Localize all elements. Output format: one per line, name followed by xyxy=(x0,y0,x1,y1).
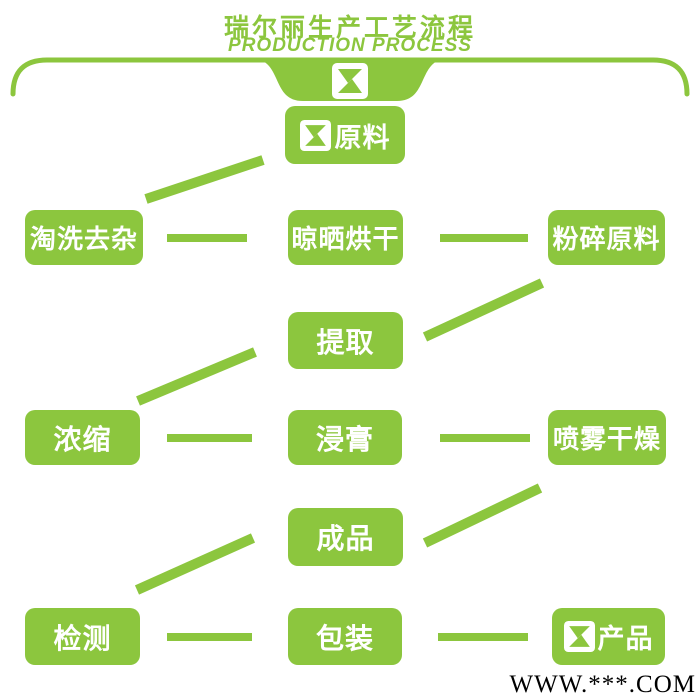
flow-node-sun-drying: 晾晒烘干 xyxy=(288,210,403,265)
flow-node-label: 产品 xyxy=(597,624,654,654)
connector-pack-product xyxy=(438,633,528,641)
flow-node-label: 提取 xyxy=(316,326,375,358)
diagonal-raw-wash xyxy=(144,155,265,204)
page-subtitle: PRODUCTION PROCESS xyxy=(228,35,472,56)
brand-logo-icon xyxy=(299,119,331,151)
flow-node-label: 粉碎原料 xyxy=(552,224,661,254)
diagonal-extract-conc xyxy=(136,347,257,406)
flow-node-label: 浓缩 xyxy=(53,423,112,455)
diagonal-spray-finished xyxy=(422,483,543,548)
flow-node-label: 浸膏 xyxy=(315,423,374,455)
flow-node-concentration: 浓缩 xyxy=(25,410,140,465)
flow-node-washing: 淘洗去杂 xyxy=(25,210,143,265)
flow-node-finished-product: 成品 xyxy=(288,508,403,566)
flow-node-raw-material: 原料 xyxy=(285,106,405,164)
flow-node-testing: 检测 xyxy=(25,608,140,665)
connector-wash-dry xyxy=(167,234,247,242)
connector-dry-crush xyxy=(440,234,528,242)
flow-node-packaging: 包装 xyxy=(288,608,402,665)
flow-node-product: 产品 xyxy=(552,608,665,665)
diagonal-crush-extract xyxy=(422,278,545,342)
flow-node-label: 检测 xyxy=(53,622,112,654)
page-title: 瑞尔丽生产工艺流程 xyxy=(223,14,476,42)
flow-node-crushing: 粉碎原料 xyxy=(548,210,665,265)
flow-node-extract-paste: 浸膏 xyxy=(288,410,402,465)
flow-node-extraction: 提取 xyxy=(288,312,403,369)
flow-node-label: 原料 xyxy=(334,122,391,153)
flow-node-label: 淘洗去杂 xyxy=(29,224,138,254)
flow-node-label: 喷雾干燥 xyxy=(552,424,661,454)
brand-logo-icon xyxy=(332,63,368,99)
flow-node-spray-drying: 喷雾干燥 xyxy=(548,410,666,465)
diagonal-finished-test xyxy=(134,533,256,595)
tab-logo xyxy=(332,63,368,99)
watermark: WWW.***.COM xyxy=(509,671,696,698)
flow-node-label: 包装 xyxy=(315,622,374,654)
connector-paste-spray xyxy=(440,434,530,442)
connector-test-pack xyxy=(167,633,252,641)
flow-node-label: 成品 xyxy=(316,523,375,554)
brand-logo-icon xyxy=(563,621,595,652)
connector-conc-paste xyxy=(167,434,252,442)
flow-node-label: 晾晒烘干 xyxy=(291,224,400,254)
